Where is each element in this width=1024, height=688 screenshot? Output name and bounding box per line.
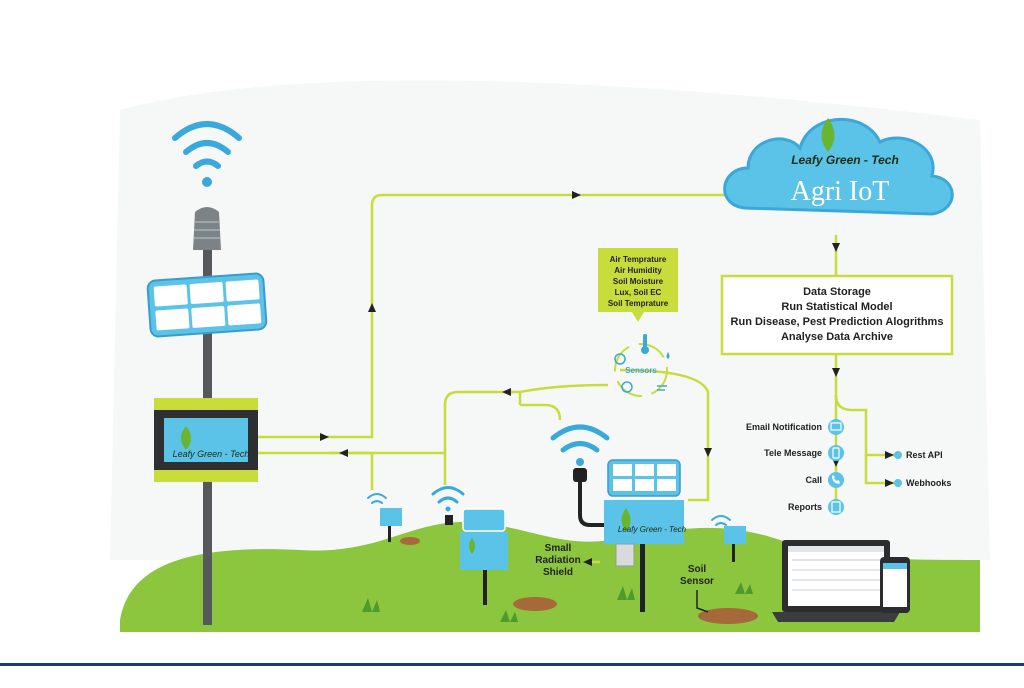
sensor-line: Lux, Soil EC bbox=[615, 288, 662, 297]
solar-panel bbox=[146, 272, 268, 338]
center-station: Leafy Green - Tech bbox=[550, 424, 687, 612]
wifi-icon bbox=[172, 121, 242, 169]
rest-api-dot bbox=[894, 451, 902, 459]
logo-text: Leafy Green - Tech bbox=[791, 153, 899, 167]
processing-line: Data Storage bbox=[803, 286, 871, 298]
processing-box: Data Storage Run Statistical Model Run D… bbox=[720, 274, 954, 356]
soil-sensor-label: Soil bbox=[688, 564, 707, 575]
soil-sensor-label: Sensor bbox=[680, 576, 714, 587]
radiation-shield-label: Small bbox=[545, 543, 572, 554]
output-label-email: Email Notification bbox=[746, 422, 822, 432]
solar-panel bbox=[607, 459, 681, 497]
gauge-icon bbox=[614, 353, 626, 365]
sensor-line: Soil Moisture bbox=[613, 277, 664, 286]
sensor-callout: Air Temprature Air Humidity Soil Moistur… bbox=[598, 248, 678, 397]
leaf-icon bbox=[181, 426, 191, 450]
grass-tuft bbox=[735, 582, 753, 594]
sensor-line: Air Temprature bbox=[610, 255, 667, 264]
radiation-shield-label: Radiation bbox=[535, 555, 581, 566]
solar-panel bbox=[462, 508, 506, 532]
agri-iot-cloud: Leafy Green - Tech Agri IoT bbox=[723, 118, 954, 216]
output-list: Email Notification Tele Message Call Rep… bbox=[746, 419, 951, 515]
logger-box-bottom-band bbox=[154, 470, 258, 482]
wifi-icon bbox=[711, 515, 731, 526]
antenna-shield bbox=[193, 207, 221, 250]
wifi-icon bbox=[367, 493, 387, 504]
tiny-node-left bbox=[367, 493, 402, 542]
grass-tuft bbox=[500, 610, 518, 622]
station-body bbox=[460, 532, 508, 570]
output-label-call: Call bbox=[805, 475, 822, 485]
station-pole bbox=[640, 544, 645, 612]
logo-text: Leafy Green - Tech bbox=[618, 525, 687, 534]
mobile-phone bbox=[880, 557, 910, 613]
message-icon bbox=[828, 445, 844, 461]
sensor-head bbox=[573, 468, 587, 482]
processing-line: Analyse Data Archive bbox=[781, 331, 893, 343]
sensor-cable bbox=[578, 475, 610, 527]
logo-text: Leafy Green - Tech bbox=[173, 449, 250, 459]
leaf-icon bbox=[469, 538, 475, 554]
grass-hills bbox=[120, 521, 980, 632]
radiation-shield bbox=[615, 543, 635, 567]
wind-icon bbox=[657, 385, 667, 391]
wifi-icon bbox=[431, 486, 465, 504]
webhooks-dot bbox=[894, 479, 902, 487]
radiation-shield-label: Shield bbox=[543, 567, 573, 578]
grass-tuft bbox=[362, 598, 380, 612]
output-label-reports: Reports bbox=[788, 502, 822, 512]
soil-patch bbox=[513, 597, 557, 611]
output-label-webhooks: Webhooks bbox=[906, 478, 951, 488]
soil-patch bbox=[698, 608, 758, 624]
logger-screen bbox=[164, 418, 248, 462]
sensor-line: Air Humidity bbox=[614, 266, 662, 275]
phone-icon bbox=[828, 472, 844, 488]
sensors-hub-label: Sensors bbox=[625, 366, 657, 375]
compass-icon bbox=[621, 381, 633, 393]
cloud-title: Agri IoT bbox=[791, 176, 890, 207]
droplet-icon bbox=[666, 352, 670, 359]
leaf-icon bbox=[821, 118, 835, 152]
main-station: Leafy Green - Tech bbox=[146, 121, 268, 625]
station-body bbox=[604, 500, 684, 544]
footer-rule bbox=[0, 663, 1024, 666]
logger-box-top-band bbox=[154, 398, 258, 410]
laptop bbox=[772, 540, 900, 622]
wifi-icon bbox=[550, 424, 610, 453]
tiny-node-right bbox=[711, 515, 746, 562]
sensor-line: Soil Temprature bbox=[608, 299, 669, 308]
soil-patch bbox=[400, 537, 420, 545]
grass-tuft bbox=[617, 586, 635, 600]
output-label-rest-api: Rest API bbox=[906, 450, 943, 460]
sensors-hub-ring bbox=[614, 343, 668, 397]
leaf-icon bbox=[621, 508, 631, 532]
output-label-tele: Tele Message bbox=[764, 448, 822, 458]
soil-sensor-pointer bbox=[696, 590, 709, 613]
thermometer-icon bbox=[641, 334, 649, 354]
small-station-left bbox=[431, 486, 508, 605]
processing-line: Run Statistical Model bbox=[781, 301, 892, 313]
processing-line: Run Disease, Pest Prediction Alogrithms bbox=[731, 316, 944, 328]
